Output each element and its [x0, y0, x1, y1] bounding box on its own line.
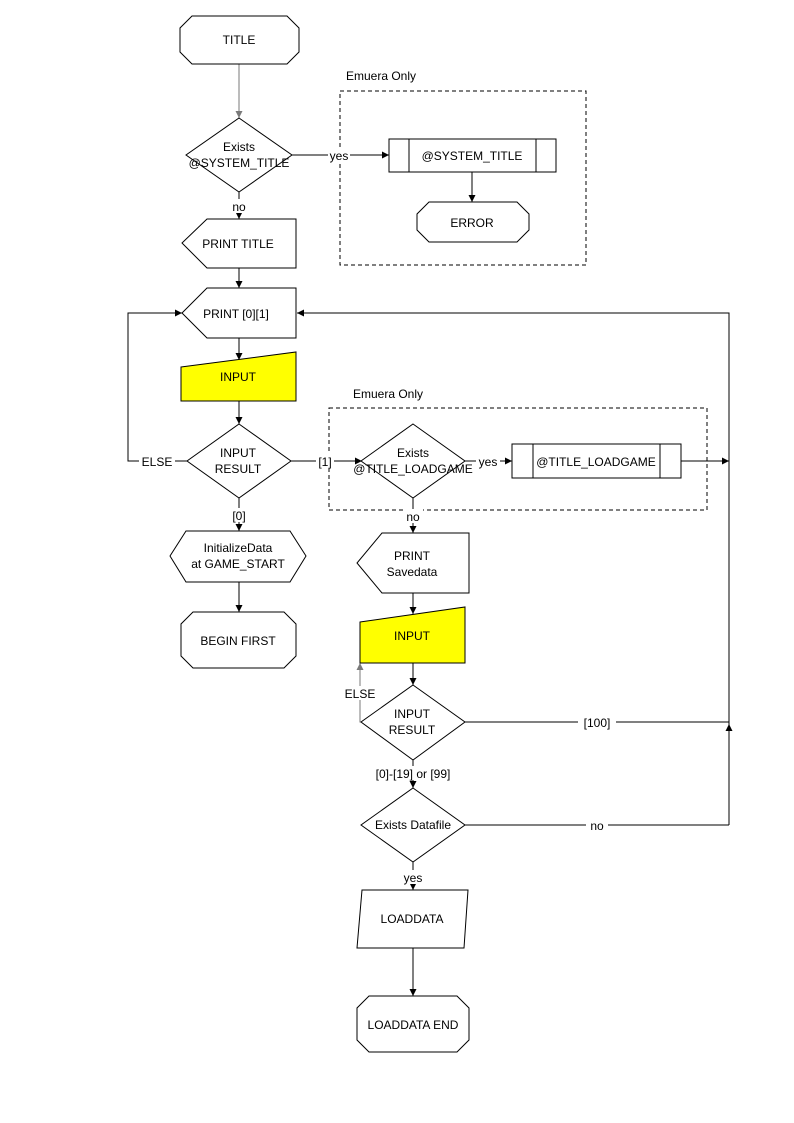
- display-print-savedata-line2: Savedata: [387, 565, 438, 579]
- edge-label-zero: [0]: [232, 509, 245, 523]
- io-loaddata: LOADDATA: [356, 889, 469, 949]
- edge-label-no-system-title: no: [232, 200, 246, 214]
- decision-exists-system-title-line2: @SYSTEM_TITLE: [189, 156, 290, 170]
- node-error-label: ERROR: [450, 216, 494, 230]
- prep-initialize-data-line1: InitializeData: [204, 541, 273, 555]
- decision-exists-title-loadgame: Exists @TITLE_LOADGAME: [353, 423, 473, 499]
- decision-exists-datafile: Exists Datafile: [360, 787, 466, 863]
- edge-labels: yes no ELSE [1] yes [0] no ELSE [100] [0…: [139, 148, 616, 885]
- decision-input-result-1-line2: RESULT: [215, 462, 262, 476]
- decision-exists-title-loadgame-line2: @TITLE_LOADGAME: [353, 462, 473, 476]
- input-1-label: INPUT: [220, 370, 257, 384]
- input-2-label: INPUT: [394, 629, 431, 643]
- input-2: INPUT: [359, 606, 466, 664]
- node-begin-first: BEGIN FIRST: [180, 611, 297, 669]
- decision-input-result-1: INPUT RESULT: [186, 423, 292, 499]
- node-title: TITLE: [179, 15, 300, 65]
- node-loaddata-end-label: LOADDATA END: [368, 1018, 459, 1032]
- prep-initialize-data: InitializeData at GAME_START: [169, 530, 307, 583]
- io-loaddata-label: LOADDATA: [381, 912, 444, 926]
- display-print-title: PRINT TITLE: [181, 218, 297, 269]
- emuera-only-label-2: Emuera Only: [353, 387, 423, 401]
- decision-exists-system-title: Exists @SYSTEM_TITLE: [185, 117, 293, 193]
- edge-label-yes-loadgame: yes: [479, 455, 498, 469]
- decision-input-result-2: INPUT RESULT: [360, 684, 466, 761]
- decision-input-result-1-line1: INPUT: [220, 446, 257, 460]
- input-1: INPUT: [180, 351, 297, 402]
- display-print-01: PRINT [0][1]: [181, 287, 297, 339]
- decision-exists-datafile-label: Exists Datafile: [375, 818, 451, 832]
- display-print-title-label: PRINT TITLE: [202, 237, 274, 251]
- edge-label-no-loadgame: no: [406, 510, 420, 524]
- edge-label-yes-datafile: yes: [404, 871, 423, 885]
- decision-exists-title-loadgame-line1: Exists: [397, 446, 429, 460]
- process-system-title: @SYSTEM_TITLE: [388, 138, 557, 173]
- edge-label-one: [1]: [318, 455, 331, 469]
- process-system-title-label: @SYSTEM_TITLE: [422, 149, 523, 163]
- node-begin-first-label: BEGIN FIRST: [200, 634, 276, 648]
- decision-input-result-2-line2: RESULT: [389, 723, 436, 737]
- emuera-only-group-2: Emuera Only: [328, 387, 708, 511]
- edge-label-range: [0]-[19] or [99]: [376, 767, 451, 781]
- input-2-shape: [359, 606, 466, 664]
- input-1-shape: [180, 351, 297, 402]
- edge-label-hundred: [100]: [584, 716, 611, 730]
- process-title-loadgame: @TITLE_LOADGAME: [511, 443, 682, 479]
- emuera-only-label-1: Emuera Only: [346, 69, 416, 83]
- process-title-loadgame-label: @TITLE_LOADGAME: [536, 455, 656, 469]
- node-error: ERROR: [416, 201, 530, 243]
- node-loaddata-end: LOADDATA END: [356, 995, 470, 1053]
- emuera-only-group-1: Emuera Only: [339, 69, 587, 266]
- display-print-savedata-line1: PRINT: [394, 549, 431, 563]
- node-title-label: TITLE: [223, 33, 256, 47]
- edge-label-no-datafile: no: [590, 819, 604, 833]
- edge-label-yes-system-title: yes: [330, 149, 349, 163]
- decision-exists-system-title-line1: Exists: [223, 140, 255, 154]
- display-print-01-label: PRINT [0][1]: [203, 307, 269, 321]
- decision-input-result-2-line1: INPUT: [394, 707, 431, 721]
- prep-initialize-data-line2: at GAME_START: [191, 557, 285, 571]
- edge-label-else-1: ELSE: [142, 455, 173, 469]
- display-print-savedata: PRINT Savedata: [356, 532, 470, 594]
- edge-label-else-2: ELSE: [345, 687, 376, 701]
